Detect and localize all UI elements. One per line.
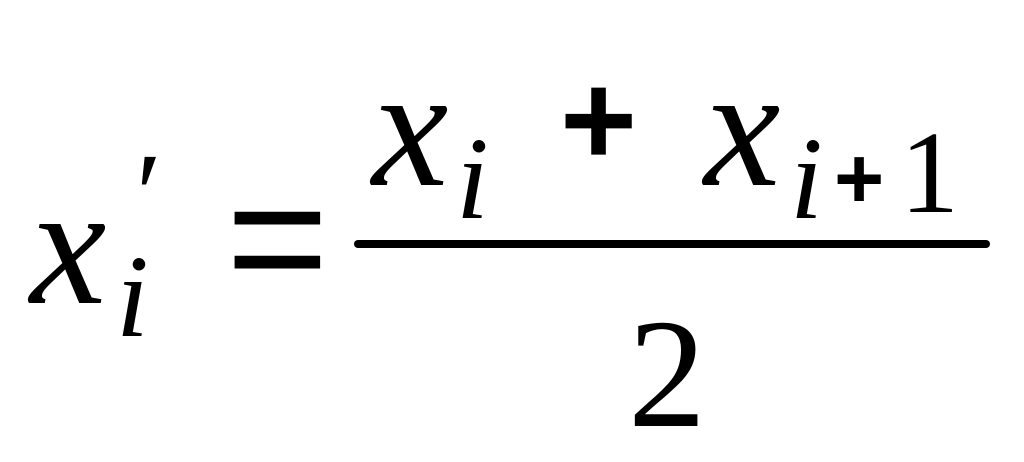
- equals-sign: =: [226, 140, 329, 336]
- numerator-plus-sign: +: [560, 46, 638, 193]
- numerator-term2-subscript-index: i: [790, 113, 823, 244]
- numerator-term2-subscript-plus: +: [834, 131, 885, 227]
- lhs-subscript: i: [116, 231, 149, 362]
- numerator-term1-subscript: i: [456, 113, 489, 244]
- numerator-term1-variable: x: [372, 33, 449, 223]
- fraction-bar: [354, 240, 990, 248]
- lhs-variable: x: [30, 151, 107, 341]
- numerator-term2-subscript-number: 1: [900, 107, 959, 238]
- numerator-term2-variable: x: [704, 33, 781, 223]
- prime-symbol: ′: [136, 129, 162, 260]
- denominator: 2: [628, 287, 706, 460]
